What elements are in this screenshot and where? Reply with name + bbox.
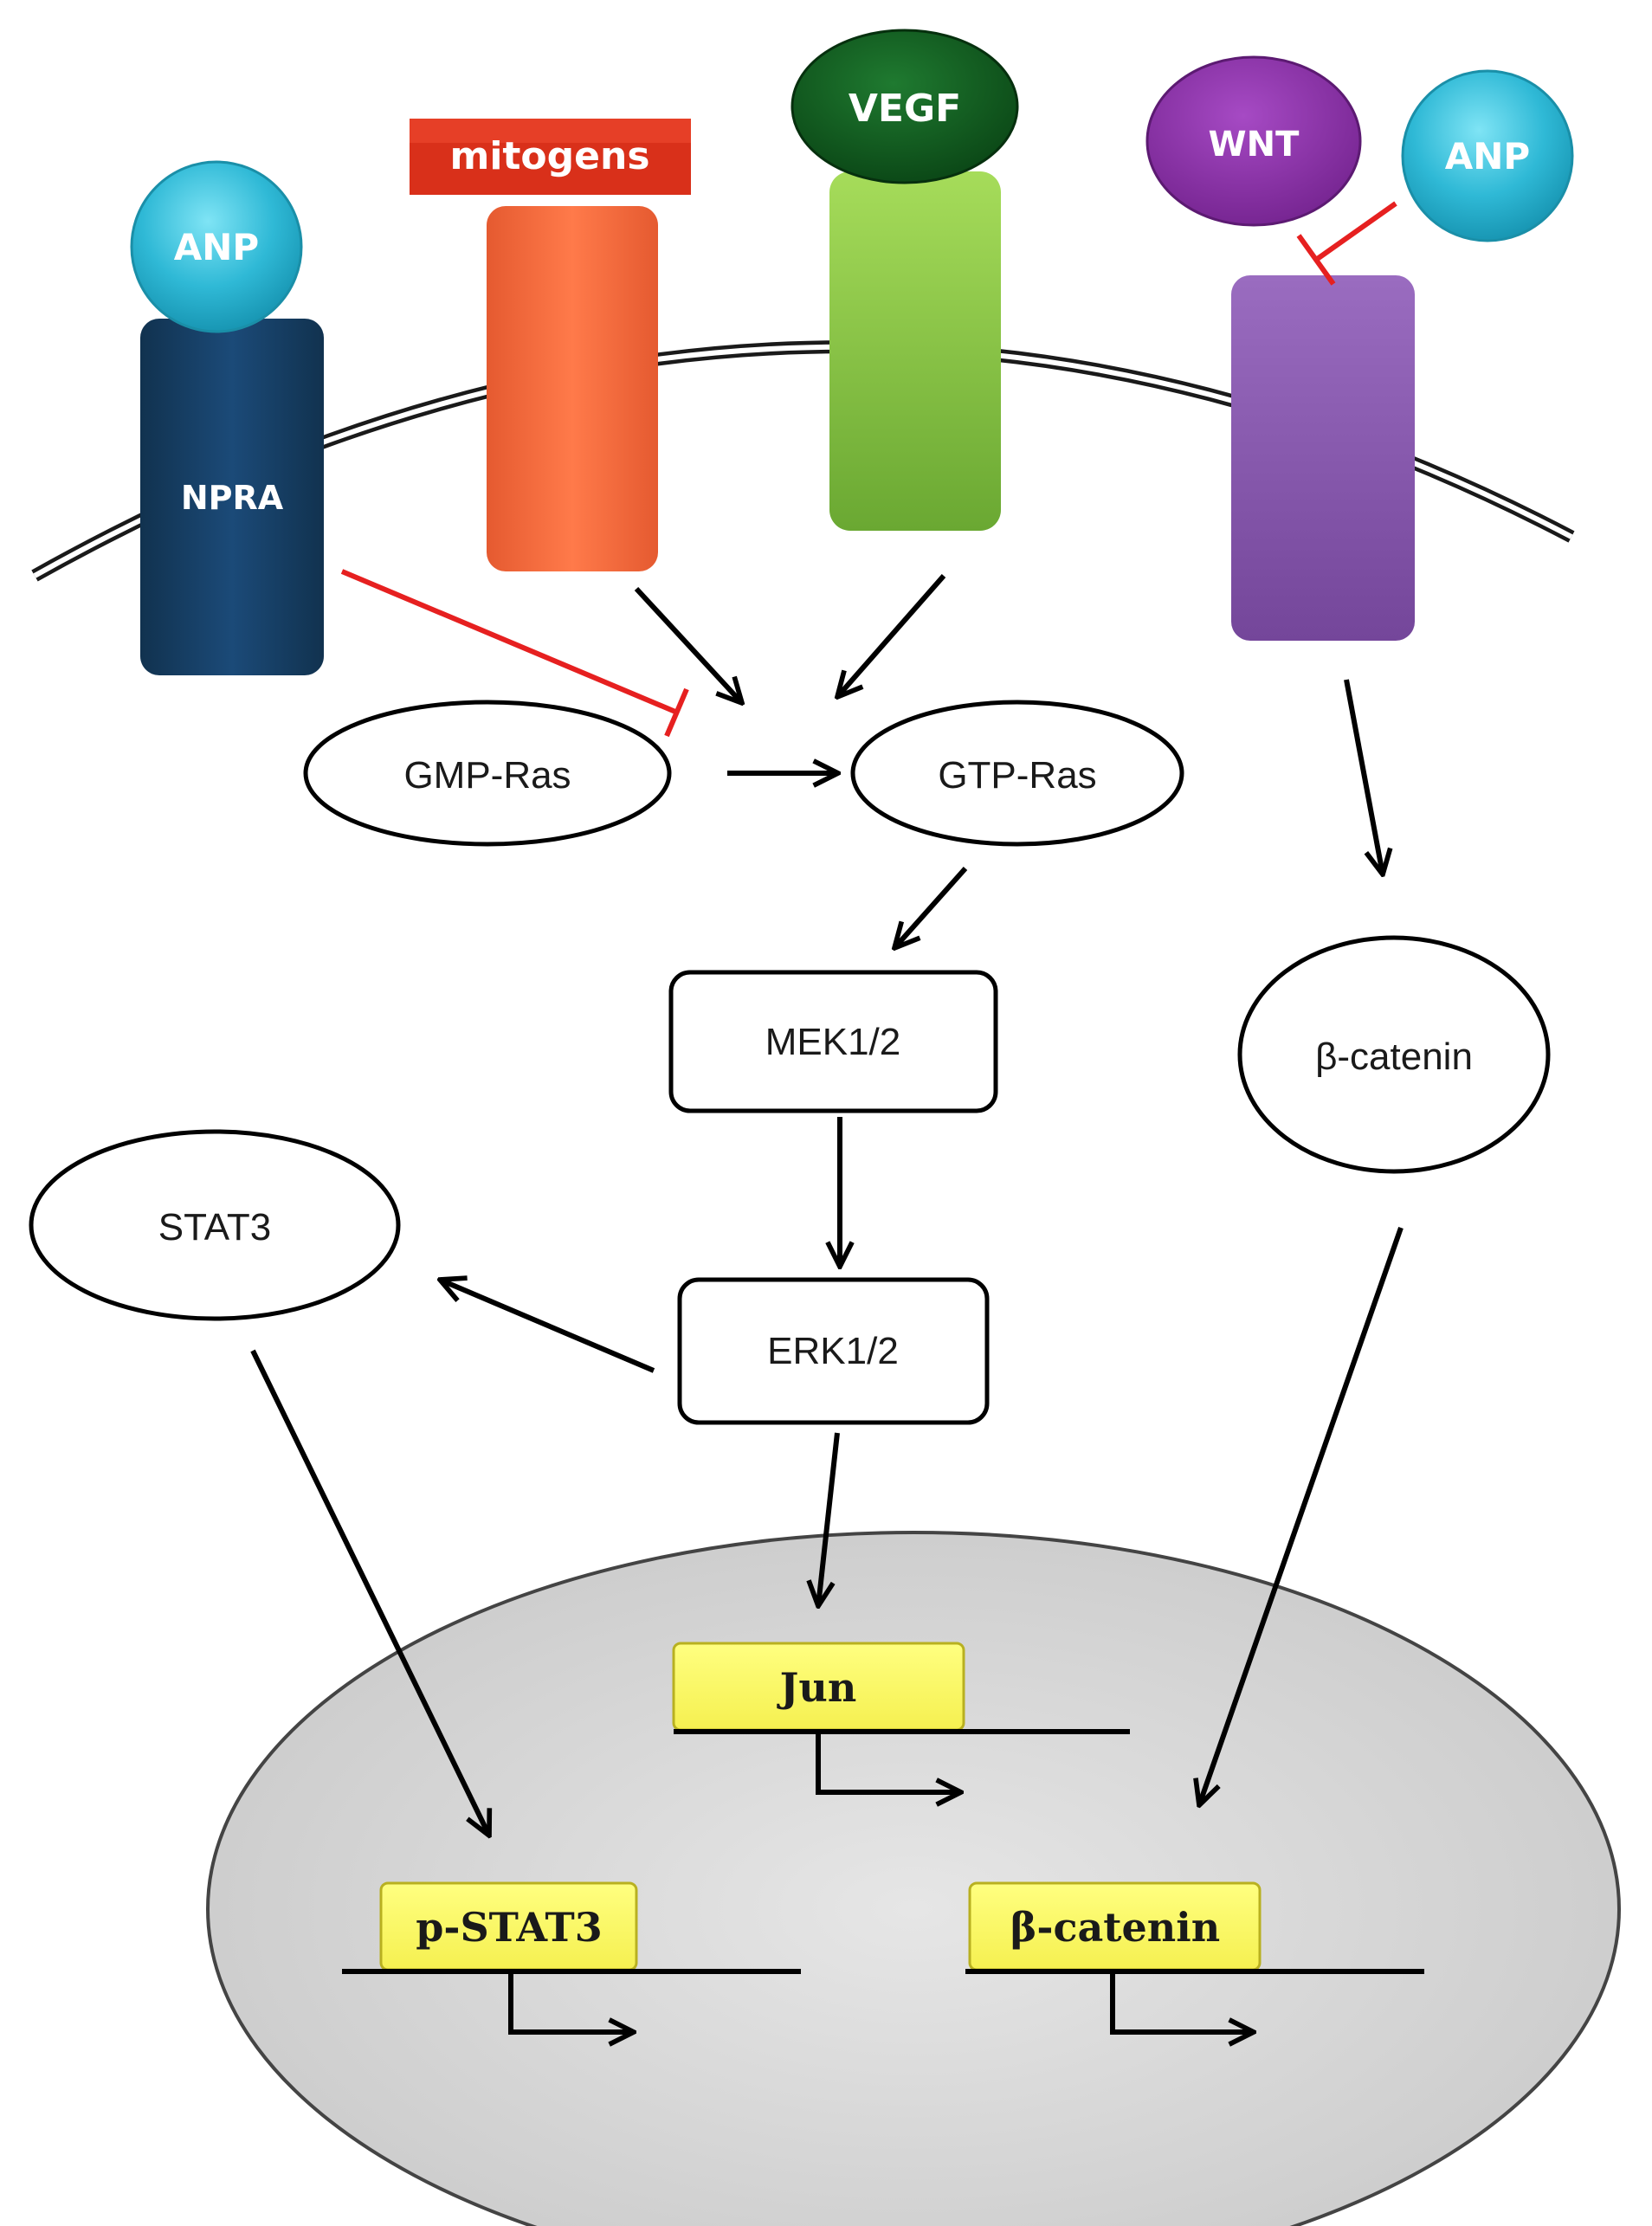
arrow-stat3-to-pstat3 bbox=[250, 1349, 489, 1836]
beta-catenin-gene-label: β-catenin bbox=[1010, 1904, 1220, 1951]
nucleus bbox=[206, 1531, 1621, 2226]
wnt-label: WNT bbox=[1209, 125, 1300, 165]
gene-beta-catenin: β-catenin bbox=[965, 1881, 1424, 2032]
vegf-ligand bbox=[791, 29, 1019, 184]
erk-node bbox=[677, 1277, 990, 1425]
gene-p-stat3: p-STAT3 bbox=[342, 1881, 801, 2032]
p-stat3-gene-label: p-STAT3 bbox=[416, 1904, 603, 1951]
activation-arrows bbox=[250, 574, 1404, 1836]
arrow-mitogen-to-ras bbox=[634, 586, 742, 703]
anp-inhibits-wnt-receptor bbox=[1296, 201, 1397, 286]
jun-gene-label: Jun bbox=[777, 1664, 857, 1711]
wnt-ligand bbox=[1145, 55, 1362, 227]
arrow-bcatenin-to-gene bbox=[1199, 1227, 1404, 1805]
anp-ligand-left bbox=[130, 160, 303, 333]
vegf-receptor bbox=[829, 171, 1001, 531]
gtp-ras-node bbox=[850, 700, 1184, 847]
gmp-ras-node bbox=[303, 700, 672, 847]
arrow-gtp-to-mek bbox=[894, 867, 968, 948]
vegf-label: VEGF bbox=[849, 87, 961, 131]
arrow-erk-to-jun bbox=[818, 1432, 840, 1606]
arrow-wnt-to-bcatenin bbox=[1344, 679, 1383, 874]
wnt-receptor bbox=[1231, 275, 1415, 641]
mitogen-receptor bbox=[487, 206, 658, 571]
stat3-label: STAT3 bbox=[158, 1206, 271, 1248]
anp-right-label: ANP bbox=[1445, 135, 1530, 177]
npra-inhibits-ras-activation bbox=[340, 569, 689, 738]
mek-node bbox=[668, 970, 998, 1113]
anp-ligand-right bbox=[1401, 69, 1574, 242]
anp-left-label: ANP bbox=[174, 226, 259, 268]
mitogens-label: mitogens bbox=[449, 134, 649, 178]
erk-label: ERK1/2 bbox=[767, 1330, 899, 1372]
npra-receptor bbox=[140, 319, 324, 675]
npra-label: NPRA bbox=[181, 479, 284, 517]
gmp-ras-label: GMP-Ras bbox=[403, 754, 571, 797]
gene-jun: Jun bbox=[672, 1642, 1130, 1792]
arrow-vegf-to-ras bbox=[837, 574, 946, 697]
beta-catenin-label: β-catenin bbox=[1315, 1036, 1473, 1078]
mitogens-highlight bbox=[410, 119, 691, 143]
beta-catenin-node bbox=[1237, 935, 1551, 1174]
stat3-node bbox=[29, 1129, 401, 1321]
gtp-ras-label: GTP-Ras bbox=[938, 754, 1096, 797]
mek-label: MEK1/2 bbox=[765, 1021, 901, 1063]
arrow-erk-to-stat3 bbox=[440, 1280, 655, 1373]
